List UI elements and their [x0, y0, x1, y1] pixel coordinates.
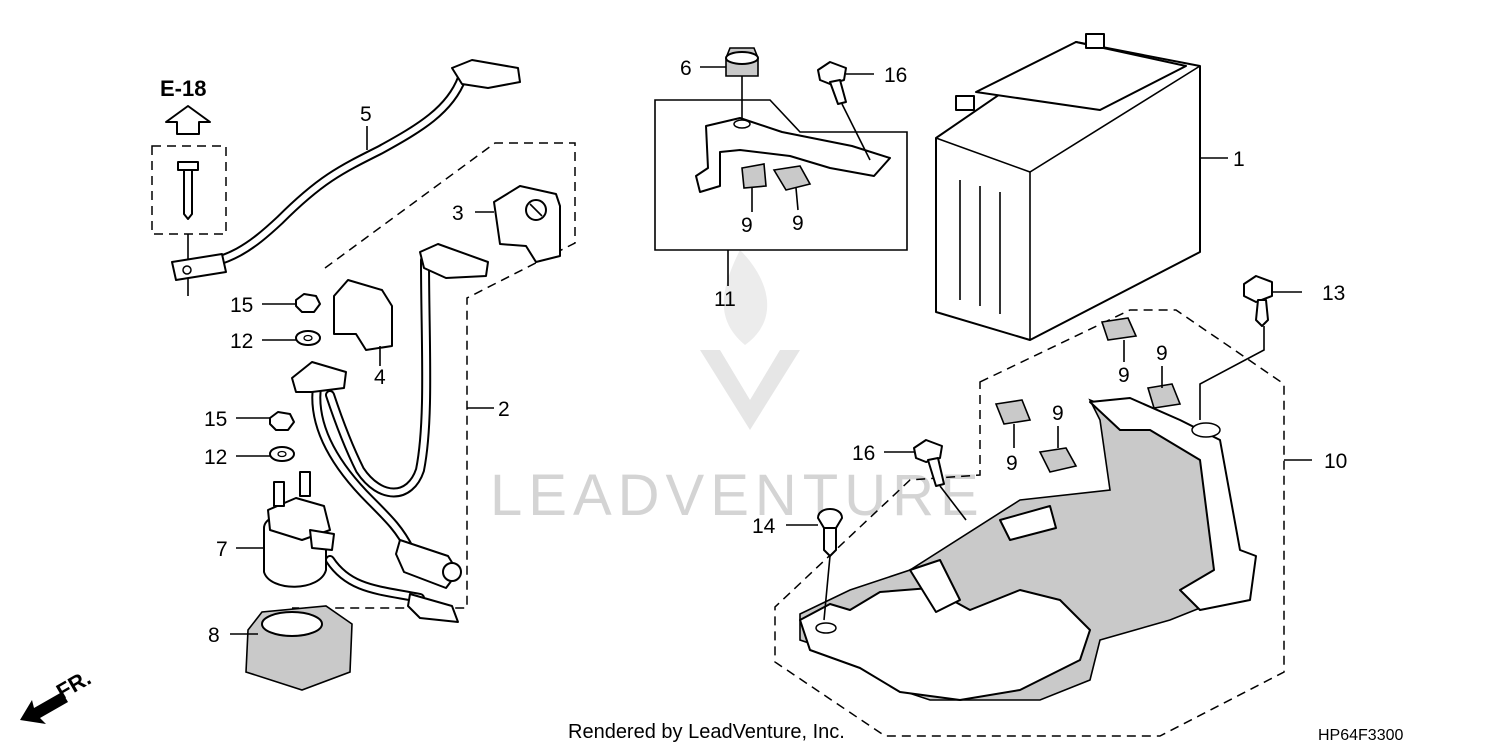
callout-7: 7	[216, 538, 228, 561]
nut-15-lower	[269, 411, 295, 431]
footer-credit: Rendered by LeadVenture, Inc.	[568, 721, 845, 743]
callout-9: 9	[1052, 402, 1064, 425]
pad-9	[1100, 317, 1138, 341]
callout-10: 10	[1324, 450, 1347, 473]
pad-9	[741, 163, 767, 189]
terminal-cover-4	[333, 279, 393, 366]
callout-12: 12	[204, 446, 227, 469]
callout-16: 16	[884, 64, 907, 87]
callout-15: 15	[204, 408, 227, 431]
callout-9: 9	[1006, 452, 1018, 475]
callout-9: 9	[1118, 364, 1130, 387]
callout-6: 6	[680, 57, 692, 80]
connector-round	[395, 539, 459, 589]
callout-9: 9	[1156, 342, 1168, 365]
bolt-reference-box	[151, 145, 227, 235]
bolt-16-lower	[884, 439, 967, 521]
callout-labels: 1 2 3 4 5 6 7 8 9 9 9 9 9 9 10 11 12 12 …	[204, 57, 1347, 647]
callout-1: 1	[1233, 148, 1245, 171]
bolt-13	[1199, 275, 1302, 420]
callout-8: 8	[208, 624, 220, 647]
reference-label: E-18	[160, 76, 206, 101]
cable-assembly-2	[291, 142, 576, 623]
diagram-code: HP64F3300	[1318, 727, 1403, 744]
bolt-head-icon	[177, 161, 199, 171]
callout-13: 13	[1322, 282, 1345, 305]
callout-3: 3	[452, 202, 464, 225]
battery-cable-5	[171, 59, 521, 281]
watermark-text: LEADVENTURE	[490, 463, 985, 528]
callout-2: 2	[498, 398, 510, 421]
nut-15-upper	[295, 293, 321, 313]
cable-5-terminal-top	[451, 59, 521, 89]
callout-16: 16	[852, 442, 875, 465]
pad-9	[772, 165, 812, 191]
bolt-16-upper	[817, 61, 874, 161]
callout-11: 11	[714, 288, 736, 311]
callout-9: 9	[792, 212, 804, 235]
connector-flat	[407, 593, 459, 623]
front-direction-indicator: FR.	[20, 665, 95, 724]
battery-1	[935, 33, 1228, 341]
up-arrow-icon	[165, 105, 211, 135]
cable-2-terminal-top	[419, 243, 489, 279]
callout-15: 15	[230, 294, 253, 317]
pad-9	[1146, 383, 1182, 409]
callout-5: 5	[360, 103, 372, 126]
pad-9	[994, 399, 1032, 425]
reference-pointer: E-18	[151, 76, 227, 296]
battery-bracket-11	[654, 99, 908, 286]
relay-mount-8	[230, 605, 353, 691]
grommet-6	[700, 47, 759, 118]
callout-9: 9	[741, 214, 753, 237]
callout-12: 12	[230, 330, 253, 353]
callout-14: 14	[752, 515, 776, 538]
hardware-15-12	[236, 293, 321, 462]
cable-2-terminal-mid	[291, 361, 347, 393]
terminal-cover-3	[475, 185, 561, 263]
clip-14	[786, 508, 843, 621]
callout-4: 4	[374, 366, 386, 389]
cable-5-terminal	[171, 253, 227, 281]
starter-relay-7	[236, 471, 335, 588]
pad-9	[1038, 447, 1078, 473]
watermark: LEADVENTURE	[490, 250, 985, 528]
battery-tray-10	[774, 309, 1312, 737]
front-arrow-icon	[20, 692, 68, 724]
